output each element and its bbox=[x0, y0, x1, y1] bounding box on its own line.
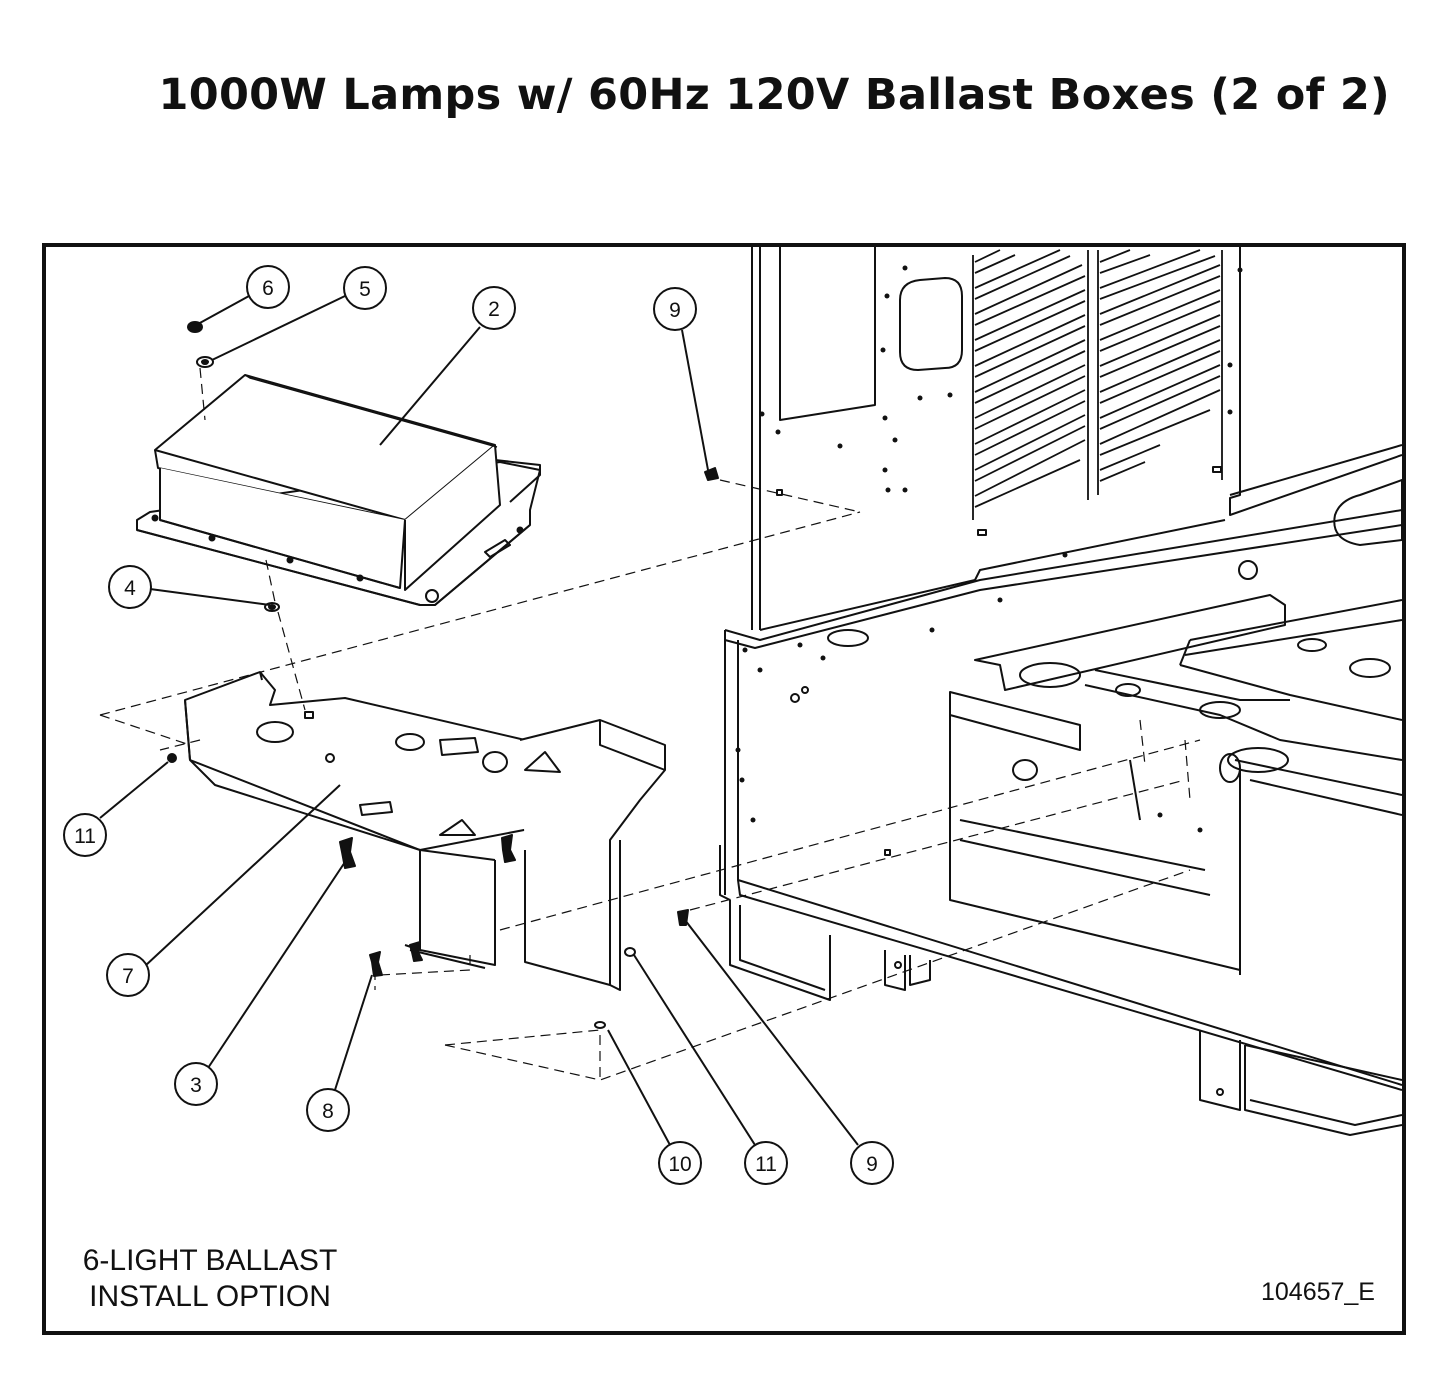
nut-11-bottom bbox=[624, 947, 636, 957]
assembly-guide-lines bbox=[99, 367, 1201, 1081]
callout-9-bottom: 9 bbox=[850, 1141, 894, 1185]
diagram-frame bbox=[42, 243, 1406, 1335]
ballast-box bbox=[136, 374, 541, 606]
nut-11-left bbox=[167, 753, 177, 763]
svg-text:9: 9 bbox=[669, 299, 681, 322]
washer-10 bbox=[594, 1021, 606, 1029]
svg-text:8: 8 bbox=[322, 1100, 334, 1123]
install-option-caption: 6-LIGHT BALLAST INSTALL OPTION bbox=[60, 1243, 360, 1315]
mounting-bracket bbox=[184, 671, 666, 991]
caption-line-1: 6-LIGHT BALLAST bbox=[82, 1244, 338, 1277]
svg-text:9: 9 bbox=[866, 1153, 878, 1176]
svg-text:3: 3 bbox=[190, 1074, 202, 1097]
bolt-3 bbox=[339, 837, 356, 869]
svg-text:5: 5 bbox=[359, 278, 371, 301]
callout-6: 6 bbox=[246, 265, 290, 309]
callout-11-left: 11 bbox=[63, 813, 107, 857]
callout-10: 10 bbox=[658, 1141, 702, 1185]
svg-text:7: 7 bbox=[122, 965, 134, 988]
svg-text:2: 2 bbox=[488, 298, 500, 321]
svg-text:11: 11 bbox=[74, 825, 96, 848]
document-number: 104657_E bbox=[1260, 1278, 1375, 1306]
svg-text:11: 11 bbox=[755, 1153, 777, 1176]
callout-9-top: 9 bbox=[653, 287, 697, 331]
svg-text:10: 10 bbox=[668, 1153, 691, 1176]
callout-7: 7 bbox=[106, 953, 150, 997]
washer-4 bbox=[264, 602, 280, 612]
callout-11-bottom: 11 bbox=[744, 1141, 788, 1185]
screw-8 bbox=[369, 941, 423, 977]
svg-text:6: 6 bbox=[262, 277, 274, 300]
leader-lines bbox=[99, 295, 859, 1146]
callout-5: 5 bbox=[343, 266, 387, 310]
callout-8: 8 bbox=[306, 1088, 350, 1132]
screw-9-top bbox=[704, 467, 719, 481]
callout-3: 3 bbox=[174, 1062, 218, 1106]
svg-text:4: 4 bbox=[124, 577, 136, 600]
callout-2: 2 bbox=[472, 286, 516, 330]
bolt-under-bracket bbox=[501, 834, 516, 863]
page-title: 1000W Lamps w/ 60Hz 120V Ballast Boxes (… bbox=[158, 70, 1390, 120]
washer-5 bbox=[196, 356, 214, 368]
callout-4: 4 bbox=[108, 565, 152, 609]
cabinet-structure bbox=[719, 247, 1402, 1136]
caption-line-2: INSTALL OPTION bbox=[89, 1280, 331, 1313]
